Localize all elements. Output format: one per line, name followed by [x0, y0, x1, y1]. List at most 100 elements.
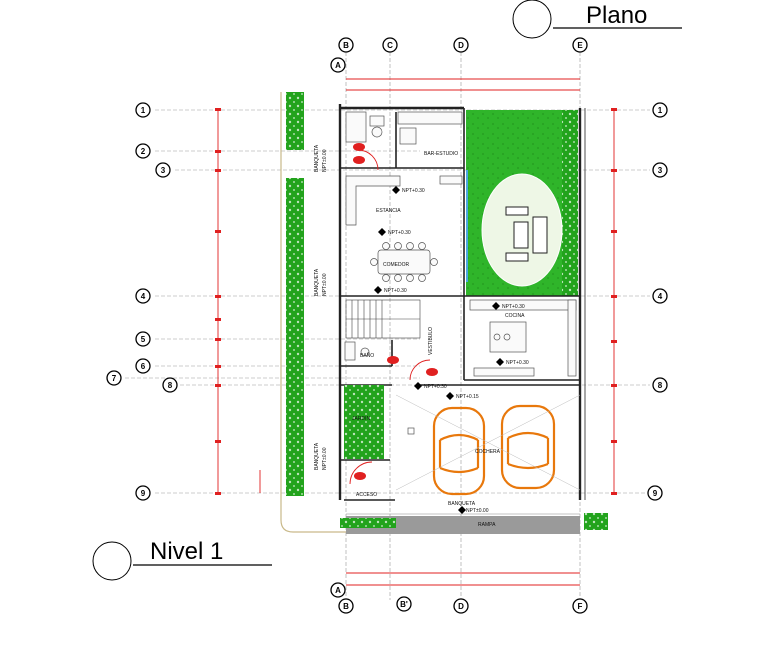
room-label-bano: BAÑO — [360, 352, 374, 359]
level-text: NPT+0.30 — [384, 288, 407, 294]
axis-bubble: 6 — [135, 358, 151, 374]
level-marker-icon — [414, 382, 422, 390]
side-label-banqueta-2: BANQUETA — [314, 268, 320, 296]
door-tag-icon — [353, 143, 365, 151]
svg-text:E: E — [577, 41, 583, 50]
axis-bubble: C — [382, 37, 398, 53]
living-sofa — [345, 175, 463, 226]
stairs — [345, 299, 421, 339]
side-level-2: NPT±0.00 — [322, 273, 328, 296]
door-tag-icon — [354, 472, 366, 480]
water-edge — [466, 170, 468, 282]
axis-bubble: 3 — [652, 162, 668, 178]
kitchen-fixtures — [469, 299, 577, 377]
ramp — [346, 516, 580, 534]
door-tag-icon — [353, 156, 365, 164]
level-marker-icon — [92, 541, 132, 581]
svg-text:2: 2 — [141, 147, 146, 156]
svg-text:3: 3 — [658, 166, 663, 175]
side-garden — [344, 385, 384, 459]
planter-bottom-right — [584, 513, 608, 530]
svg-text:3: 3 — [161, 166, 166, 175]
plan-title: Plano — [586, 2, 647, 29]
planter-strip-left — [286, 178, 304, 496]
axis-bubble: 4 — [652, 288, 668, 304]
side-label-banqueta-3: BANQUETA — [314, 442, 320, 470]
svg-text:9: 9 — [141, 489, 146, 498]
room-label-bar-estudio: BAR-ESTUDIO — [424, 151, 458, 157]
dining-table — [370, 242, 438, 282]
svg-text:1: 1 — [658, 106, 663, 115]
axis-bubble: 8 — [162, 377, 178, 393]
bath-fixtures — [344, 341, 370, 361]
room-label-jardin: JARDIN — [352, 416, 370, 422]
level-text: NPT+0.30 — [502, 304, 525, 310]
room-label-estancia: ESTANCIA — [376, 208, 401, 214]
axis-bubble: D — [453, 598, 469, 614]
axis-bubbles-left: 1 2 3 4 5 6 7 8 9 — [106, 102, 178, 501]
level-label: Nivel 1 — [150, 538, 223, 565]
axis-bubbles-right: 1 3 4 8 9 — [647, 102, 668, 501]
car-left-icon — [432, 406, 486, 496]
level-text: NPT+0.30 — [402, 188, 425, 194]
svg-text:D: D — [458, 602, 464, 611]
level-label-group: Nivel 1 — [92, 538, 272, 581]
level-marker-icon — [492, 302, 500, 310]
axis-bubble: F — [572, 598, 588, 614]
level-text: NPT±0.00 — [466, 508, 489, 514]
level-marker-icon — [378, 228, 386, 236]
svg-text:C: C — [387, 41, 393, 50]
plan-title-group: Plano — [512, 0, 682, 39]
level-marker-icon — [374, 286, 382, 294]
door-tag-icon — [387, 356, 399, 364]
svg-text:F: F — [578, 602, 583, 611]
dimension-lines — [217, 78, 615, 586]
svg-text:1: 1 — [141, 106, 146, 115]
room-label-rampa: RAMPA — [478, 522, 496, 528]
side-level-3: NPT±0.00 — [322, 447, 328, 470]
axis-bubble: 9 — [647, 485, 663, 501]
interior-walls — [340, 108, 580, 501]
axis-bubbles-bottom: A B B' D F — [330, 582, 588, 614]
room-labels: BAR-ESTUDIO ESTANCIA COMEDOR COCINA BAÑO… — [314, 144, 525, 528]
axis-bubbles-top: B C D E A — [330, 37, 588, 73]
axis-bubble: 7 — [106, 370, 122, 386]
svg-text:5: 5 — [141, 335, 146, 344]
axis-bubble: 1 — [652, 102, 668, 118]
side-level-1: NPT±0.00 — [322, 149, 328, 172]
curb-line — [280, 92, 346, 533]
svg-text:B: B — [343, 602, 349, 611]
level-marker-icon — [458, 506, 466, 514]
svg-text:4: 4 — [658, 292, 663, 301]
axis-bubble: B — [338, 37, 354, 53]
svg-text:8: 8 — [658, 381, 663, 390]
level-marker-icon — [392, 186, 400, 194]
axis-bubble: D — [453, 37, 469, 53]
axis-bubble: 1 — [135, 102, 151, 118]
title-marker-icon — [512, 0, 552, 39]
axis-bubble: A — [330, 582, 346, 598]
axis-bubble: B — [338, 598, 354, 614]
axis-bubble: 4 — [135, 288, 151, 304]
planter-strip-top — [286, 92, 304, 150]
axis-bubble: B' — [396, 596, 412, 612]
level-marker-icon — [446, 392, 454, 400]
dimension-ticks — [215, 108, 617, 495]
svg-text:4: 4 — [141, 292, 146, 301]
axis-bubble: E — [572, 37, 588, 53]
room-label-banqueta: BANQUETA — [448, 501, 476, 507]
garden-furniture-icon — [505, 206, 548, 262]
axis-bubble: 3 — [155, 162, 171, 178]
room-label-cocina: COCINA — [505, 313, 525, 319]
svg-text:9: 9 — [653, 489, 658, 498]
axis-bubble: 5 — [135, 331, 151, 347]
level-marker-icon — [496, 358, 504, 366]
garden-hedge — [562, 110, 578, 296]
svg-text:8: 8 — [168, 381, 173, 390]
door-tags — [353, 143, 438, 480]
side-label-banqueta-1: BANQUETA — [314, 144, 320, 172]
svg-text:D: D — [458, 41, 464, 50]
level-texts: NPT+0.30 NPT+0.30 NPT+0.30 NPT+0.30 NPT+… — [384, 188, 529, 514]
svg-text:B: B — [343, 41, 349, 50]
door-tag-icon — [426, 368, 438, 376]
